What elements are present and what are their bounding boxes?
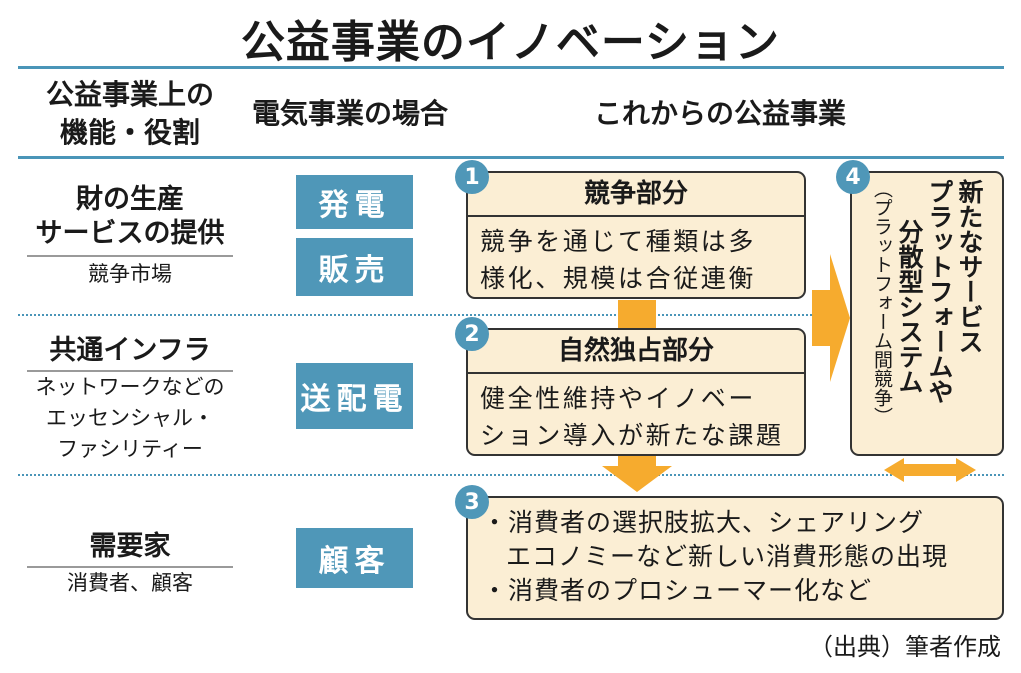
header-future: これからの公益事業 [593,97,846,130]
row-divider-1 [18,314,1004,316]
badge-3: 3 [455,485,489,519]
box-competitive: 競争部分 競争を通じて種類は多 様化、規模は合従連衡 [466,171,806,299]
platform-sub: （プラットフォーム間競争） [871,179,893,426]
box-monopoly-line-2: ション導入が新たな課題 [480,421,784,450]
consumer-bullet-2: ・消費者のプロシューマー化など [482,576,873,605]
box-competitive-line-2: 様化、規模は合従連衡 [480,264,757,293]
consumer-bullet-1: ・消費者の選択肢拡大、シェアリング [482,508,925,537]
header-bottom-rule [18,156,1004,159]
row-divider-2 [18,474,1004,476]
badge-1: 1 [455,160,489,194]
box-natural-monopoly: 自然独占部分 健全性維持やイノベー ション導入が新たな課題 [466,328,806,456]
tag-transmission: 送配電 [296,363,413,429]
down-arrow-2-3 [602,456,672,492]
box-new-platform: 新たなサービス プラットフォームや 分散型システム （プラットフォーム間競争） [850,171,1004,456]
label-infra-sub-line-3: ファシリティー [57,437,203,461]
box-competitive-line-1: 競争を通じて種類は多 [480,227,757,256]
label-infra-sub-line-1: ネットワークなどの [35,375,225,399]
label-production: 財の生産 サービスの提供 [20,183,240,251]
connector-1-2 [618,300,656,328]
platform-line-3: 分散型システム [895,219,924,394]
label-production-line-1: 財の生産 [76,184,184,215]
box-monopoly-line-1: 健全性維持やイノベー [480,384,757,413]
consumer-bullet-1-cont: エコノミーなど新しい消費形態の出現 [506,542,949,571]
label-infra-sub-line-2: エッセンシャル・ [46,406,214,430]
tag-customer: 顧客 [296,528,413,588]
platform-line-1: 新たなサービス [955,179,984,354]
tag-retail: 販売 [296,238,413,296]
badge-2: 2 [455,317,489,351]
box-monopoly-body: 健全性維持やイノベー ション導入が新たな課題 [468,374,804,460]
header-role-line-2: 機能・役割 [59,116,200,149]
label-infra: 共通インフラ [49,335,211,366]
label-production-rule [27,255,233,257]
header-top-rule [18,66,1004,69]
right-arrow-to-4 [812,254,850,382]
label-demand-rule [27,566,233,568]
badge-4: 4 [836,160,870,194]
header-role: 公益事業上の 機能・役割 [20,76,240,152]
label-demand: 需要家 [89,531,171,562]
source-note: （出典）筆者作成 [809,633,1001,661]
label-production-sub: 競争市場 [88,262,172,286]
platform-line-2: プラットフォームや [925,179,954,404]
header-electric: 電気事業の場合 [251,97,448,130]
label-production-line-2: サービスの提供 [35,218,225,249]
double-arrow-4-3 [884,458,976,482]
box-competitive-heading: 競争部分 [468,173,804,217]
label-demand-sub: 消費者、顧客 [67,571,193,595]
label-infra-sub: ネットワークなどの エッセンシャル・ ファシリティー [14,372,246,465]
box-consumers: ・消費者の選択肢拡大、シェアリング エコノミーなど新しい消費形態の出現 ・消費者… [466,496,1004,620]
box-competitive-body: 競争を通じて種類は多 様化、規模は合従連衡 [468,217,804,303]
diagram-title: 公益事業のイノベーション [240,17,781,68]
header-role-line-1: 公益事業上の [45,78,214,111]
tag-generation: 発電 [296,175,413,229]
box-monopoly-heading: 自然独占部分 [468,330,804,374]
label-infra-rule [27,370,233,372]
